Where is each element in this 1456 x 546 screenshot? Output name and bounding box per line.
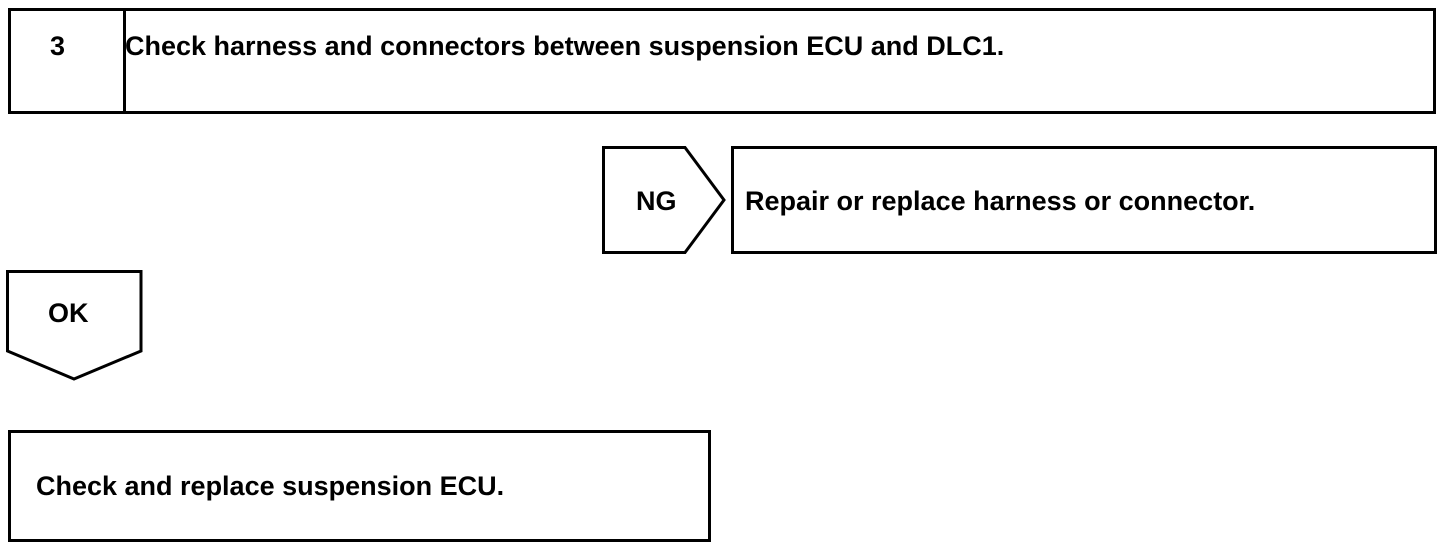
step-header-box [8, 8, 1436, 114]
ng-action-text: Repair or replace harness or connector. [745, 186, 1256, 216]
step-header-divider [123, 11, 126, 111]
ng-arrow-shape [602, 146, 726, 254]
step-number: 3 [50, 31, 66, 61]
ok-label: OK [48, 298, 89, 328]
step-title: Check harness and connectors between sus… [125, 31, 1005, 61]
ok-arrow-shape [6, 270, 143, 381]
final-action-box [8, 430, 711, 542]
ng-label: NG [636, 186, 677, 216]
ng-action-box [731, 146, 1437, 254]
final-action-text: Check and replace suspension ECU. [36, 471, 505, 501]
